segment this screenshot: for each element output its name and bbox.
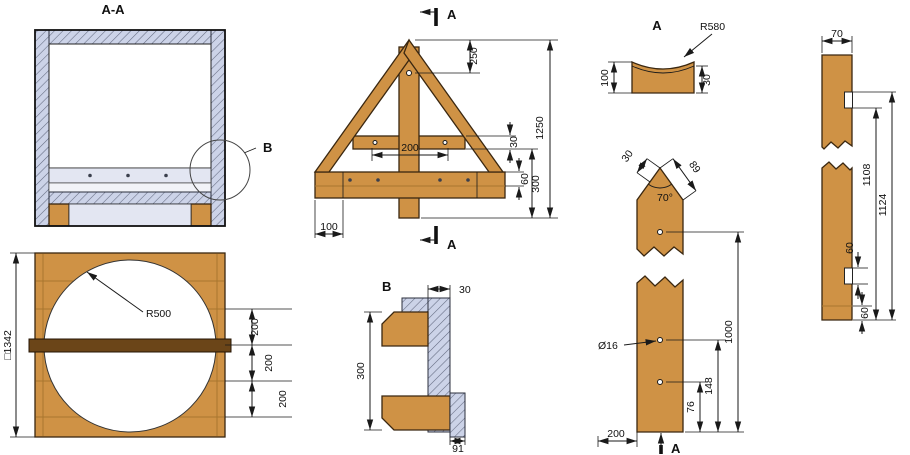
view-cap: A R580 100 30: [599, 18, 725, 94]
dim-30-tip-label: 30: [619, 148, 636, 165]
cut-a-top-label: A: [447, 7, 457, 22]
detail-b-title: B: [382, 279, 391, 294]
upper-board: [381, 311, 429, 347]
notch-lower: [844, 267, 853, 285]
dim-1342-label: □1342: [2, 330, 14, 360]
cut-a-bottom-label: A: [447, 237, 457, 252]
cap-view-title: A: [652, 18, 662, 33]
dim-30-beam-label: 30: [508, 136, 520, 148]
cut-a-post-label: A: [671, 441, 681, 455]
dim-100-cap-label: 100: [599, 69, 611, 87]
cap-piece: [631, 60, 695, 94]
detail-b-circle: [189, 139, 251, 201]
view-roof: A A 250 1250 200 30: [313, 7, 558, 252]
dim-60-lower-label: 60: [859, 307, 871, 319]
base-plate: [314, 171, 506, 199]
dim-1250-label: 1250: [534, 116, 546, 140]
cross-bar: [28, 338, 232, 353]
dim-200-span-label: 200: [401, 142, 419, 154]
dim-200-post-label: 200: [607, 428, 625, 440]
post-upper-section: [636, 166, 684, 257]
view-detail-b: B 30 300 91: [355, 279, 471, 455]
view-section-aa: A-A B: [34, 2, 272, 227]
view-post-side: 70 60 60 1108 1124: [821, 28, 896, 334]
dim-200b-label: 200: [263, 354, 275, 372]
dim-70-label: 70: [831, 28, 843, 40]
view-front-panel: R500 □1342 200 200 200: [2, 252, 292, 438]
dim-30-cap-label: 30: [701, 74, 713, 86]
radius-r580-label: R580: [700, 21, 725, 33]
view-post-front: 70° 30 89 Ø16 76 148 1000 200 A: [597, 148, 744, 455]
dim-60-upper-label: 60: [844, 242, 856, 254]
dim-148-label: 148: [703, 377, 715, 395]
radius-r500-label: R500: [146, 308, 171, 320]
dim-100-label: 100: [320, 221, 338, 233]
dim-200c-label: 200: [277, 390, 289, 408]
dim-30-detail-label: 30: [459, 284, 471, 296]
dim-89-label: 89: [686, 159, 703, 176]
post-lower-section: [636, 275, 684, 433]
section-aa-title: A-A: [101, 2, 125, 17]
dim-1108-label: 1108: [861, 164, 873, 187]
dim-300-label: 300: [530, 175, 542, 193]
dim-1124-label: 1124: [877, 194, 889, 217]
lower-board: [381, 395, 451, 431]
dim-60-plate-label: 60: [519, 173, 531, 185]
dim-200a-label: 200: [249, 318, 261, 336]
side-lower-section: [821, 161, 853, 321]
detail-b-callout-label: B: [263, 140, 272, 155]
angle-70-label: 70°: [657, 192, 673, 204]
dia-16-label: Ø16: [598, 340, 618, 352]
notch-upper: [844, 91, 853, 109]
side-upper-section: [821, 54, 853, 150]
dim-1000-label: 1000: [723, 320, 735, 344]
dim-250-label: 250: [468, 47, 480, 65]
dim-91-label: 91: [452, 443, 464, 455]
dim-300-detail-label: 300: [355, 362, 367, 380]
dim-76-label: 76: [685, 401, 697, 413]
